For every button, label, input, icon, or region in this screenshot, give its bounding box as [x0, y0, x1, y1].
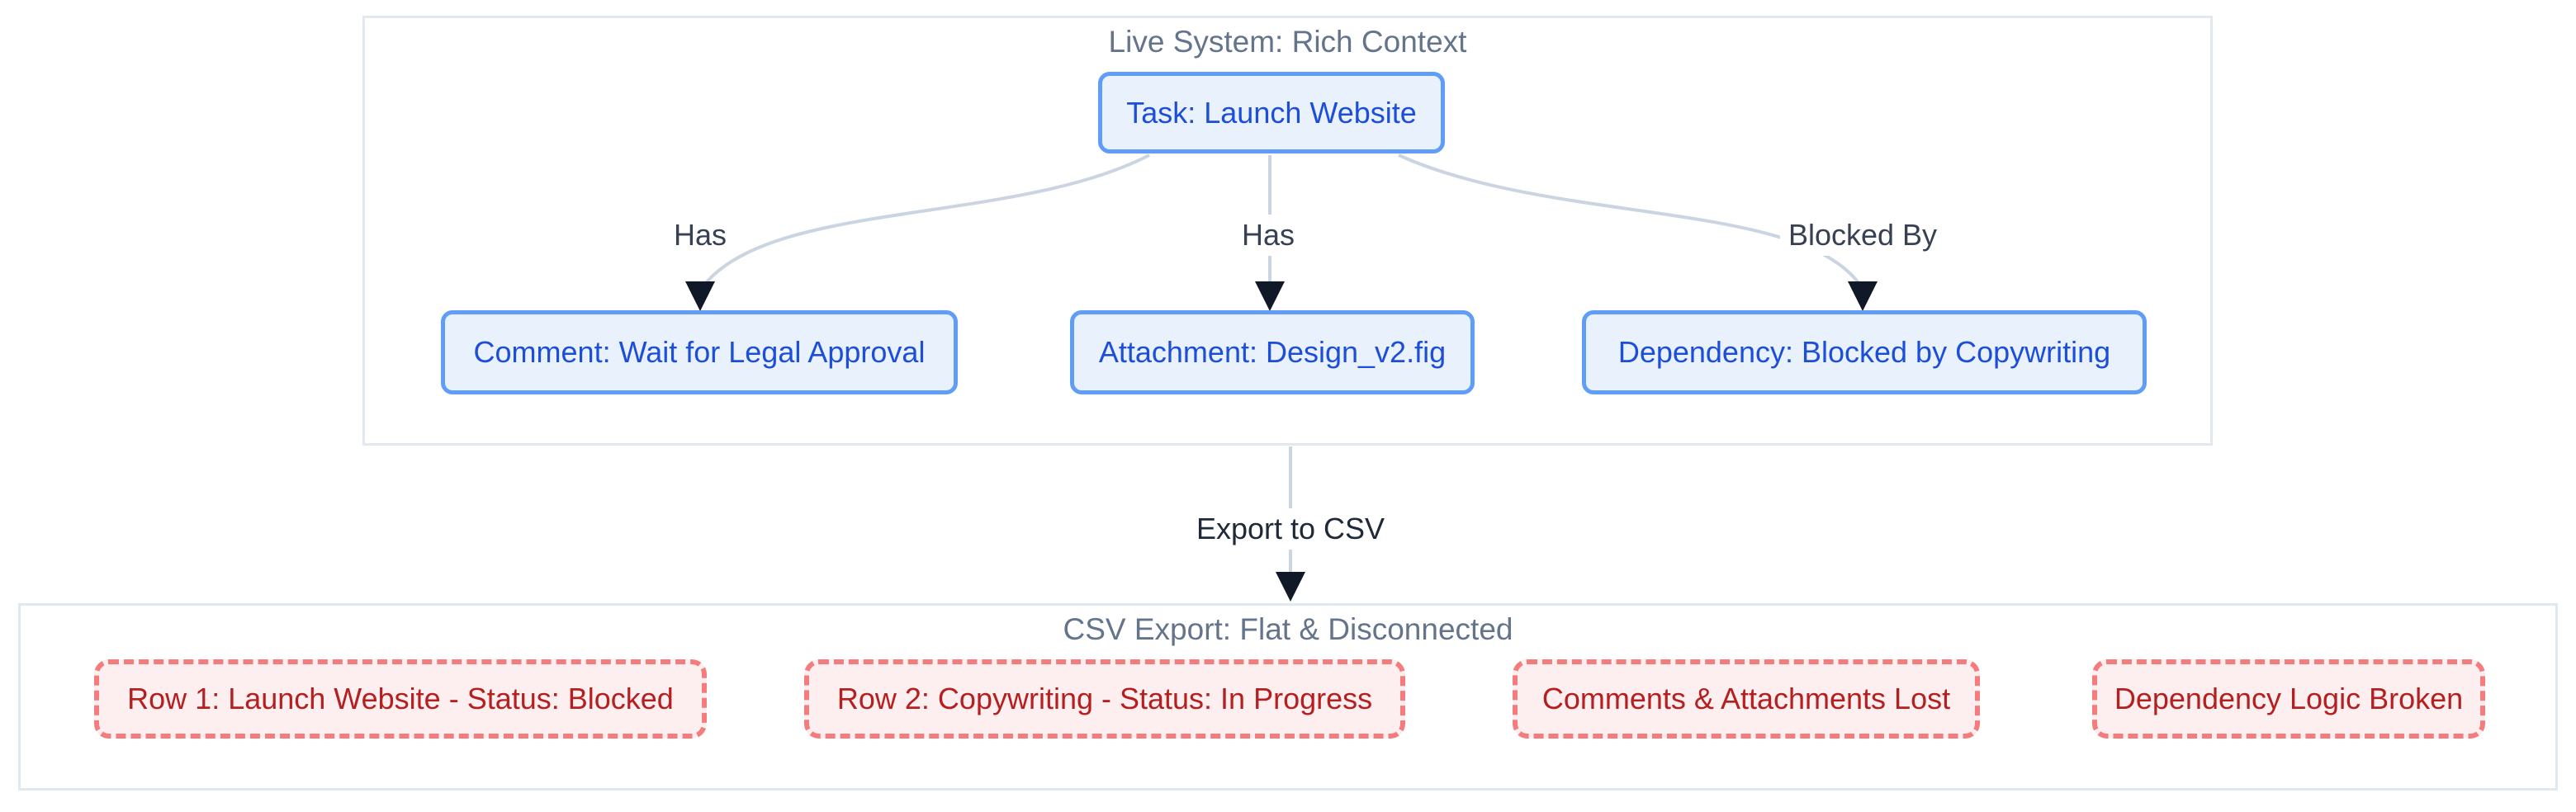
- node-comment-wait-for-legal-approval: Comment: Wait for Legal Approval: [441, 310, 958, 394]
- edge-label-blocked-by: Blocked By: [1779, 215, 1946, 256]
- node-csv-row2: Row 2: Copywriting - Status: In Progress: [804, 659, 1405, 739]
- live-system-cluster-title: Live System: Rich Context: [1108, 25, 1467, 59]
- node-dependency-logic-broken: Dependency Logic Broken: [2092, 659, 2485, 739]
- edge-label-export-to-csv: Export to CSV: [1187, 508, 1394, 550]
- node-attachment-design-v2: Attachment: Design_v2.fig: [1070, 310, 1475, 394]
- node-comments-attachments-lost: Comments & Attachments Lost: [1513, 659, 1980, 739]
- node-task-launch-website: Task: Launch Website: [1098, 72, 1445, 153]
- edge-label-has-attachment: Has: [1233, 215, 1304, 256]
- node-dependency-blocked-by-copywriting: Dependency: Blocked by Copywriting: [1582, 310, 2147, 394]
- edge-label-has-comment: Has: [665, 215, 736, 256]
- csv-export-cluster-title: CSV Export: Flat & Disconnected: [1063, 612, 1513, 646]
- arrowhead-export-icon: [1276, 572, 1305, 602]
- node-csv-row1: Row 1: Launch Website - Status: Blocked: [94, 659, 707, 739]
